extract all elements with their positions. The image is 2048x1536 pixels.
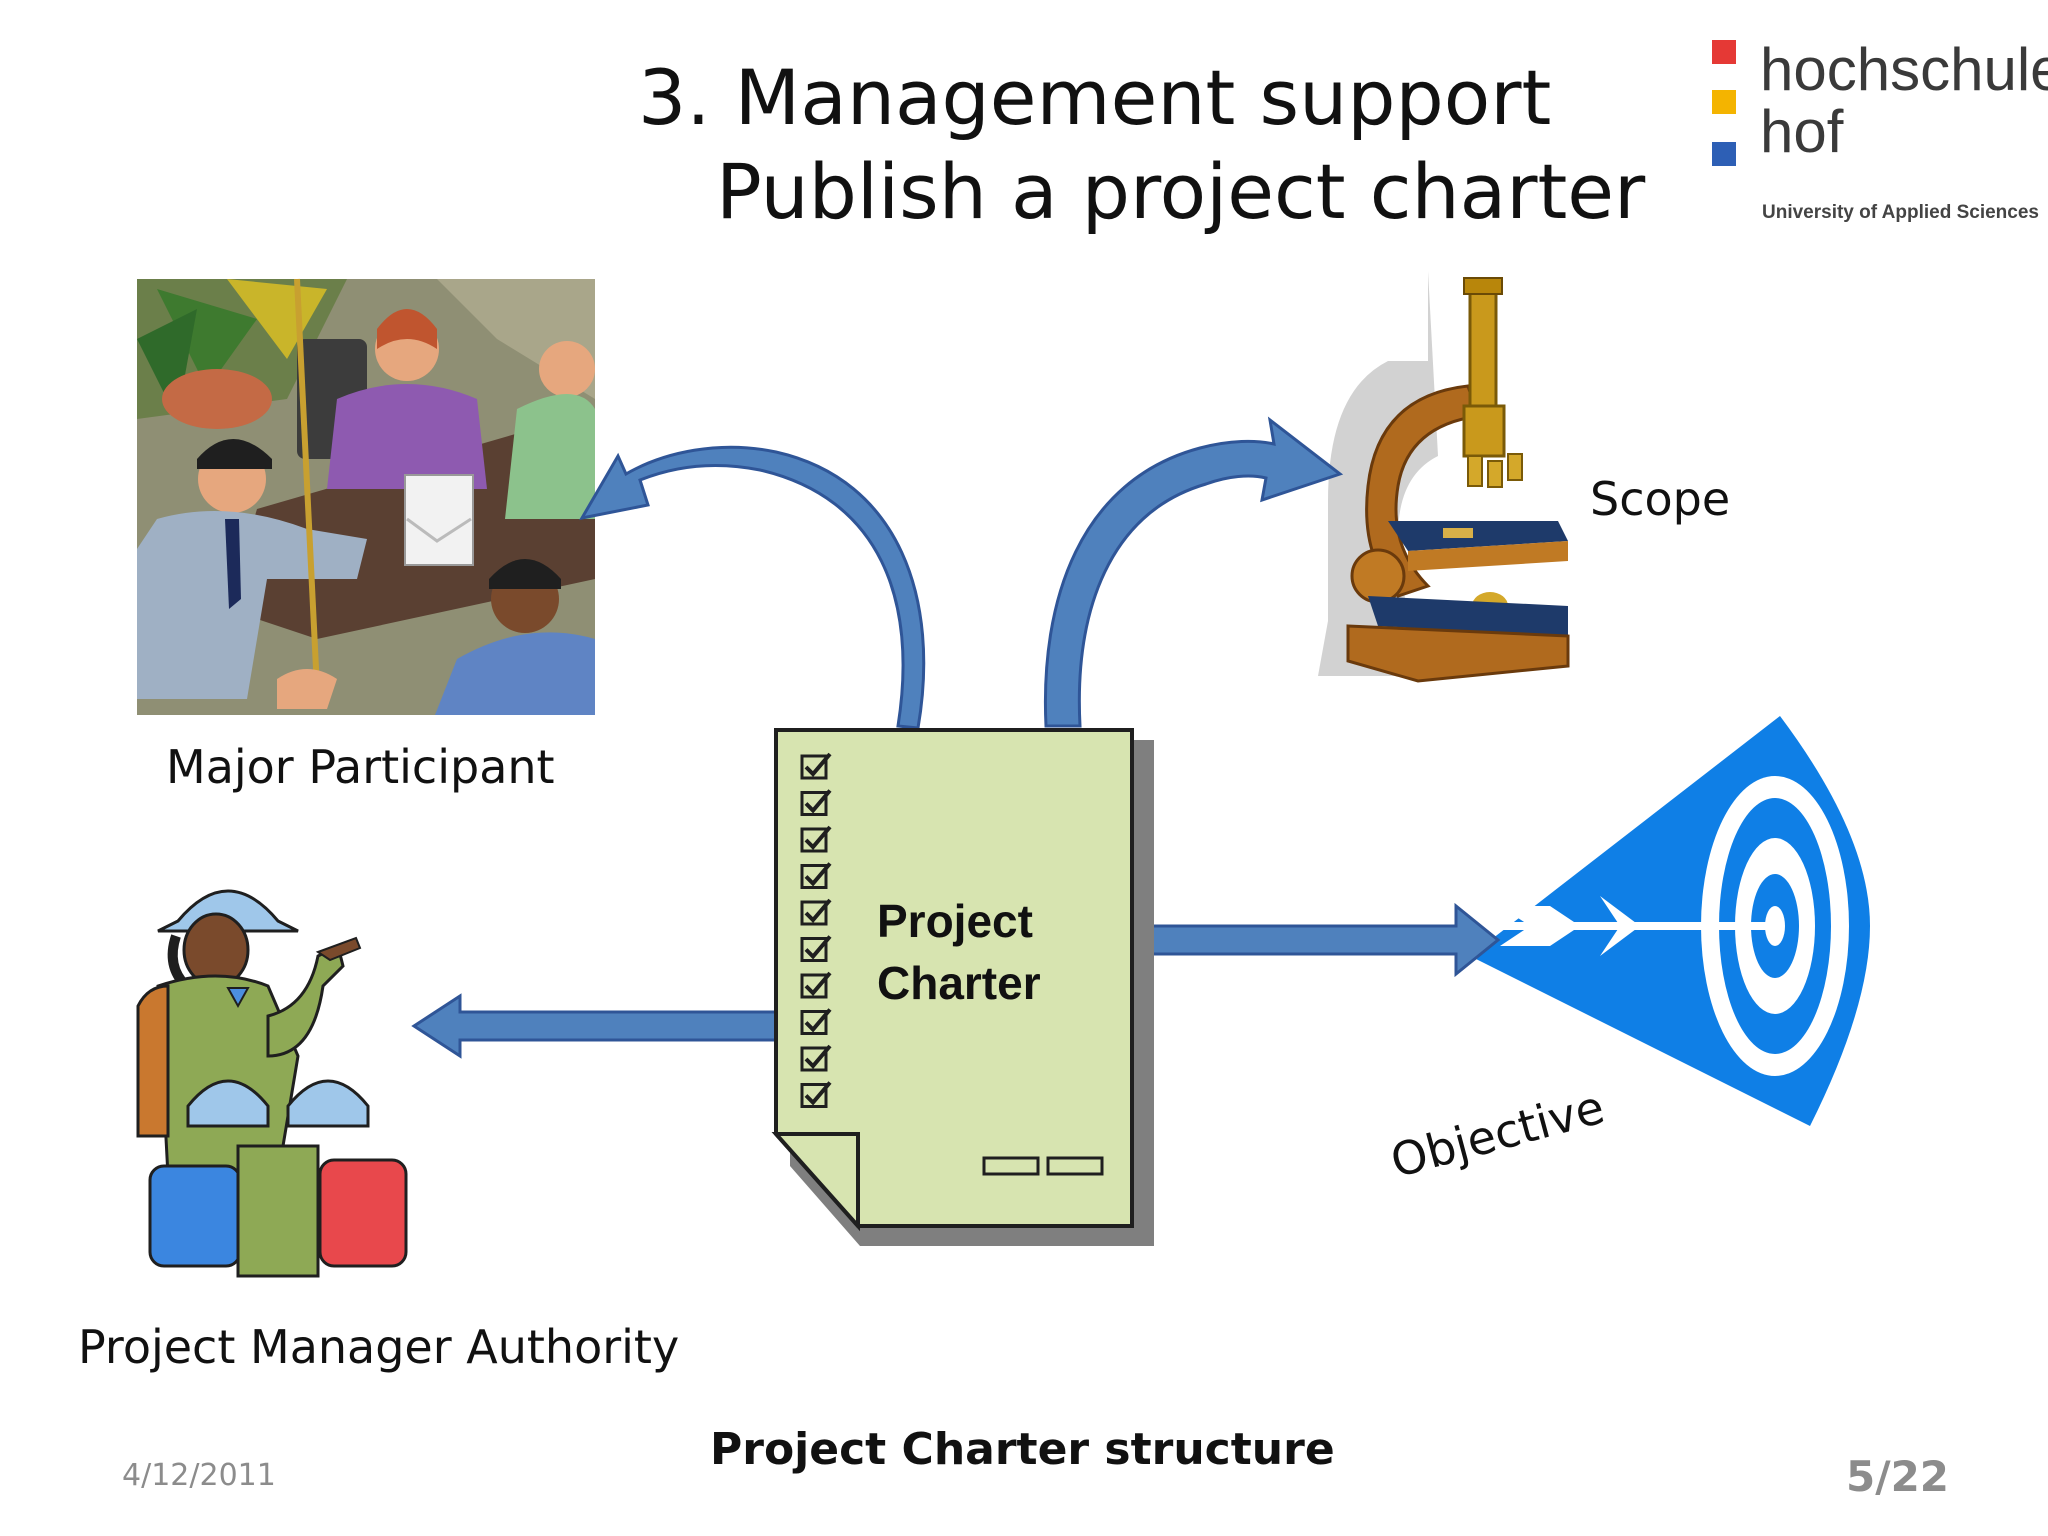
- label-scope: Scope: [1590, 472, 1731, 526]
- logo-red-square: [1712, 40, 1736, 64]
- university-logo: hochschule hof University of Applied Sci…: [1700, 30, 2048, 240]
- slide-title-line2: Publish a project charter: [716, 147, 1646, 236]
- checkbox-checked-icon: [800, 971, 832, 999]
- checkbox-checked-icon: [800, 752, 832, 780]
- checkbox-list: [800, 752, 832, 1108]
- checkbox-checked-icon: [800, 825, 832, 853]
- document-title-line2: Charter: [877, 957, 1041, 1009]
- meeting-clipart: [137, 278, 595, 715]
- checkbox-checked-icon: [800, 935, 832, 962]
- checkbox-checked-icon: [800, 1081, 832, 1108]
- project-manager-clipart: [136, 889, 408, 1278]
- logo-subtitle: University of Applied Sciences: [1762, 202, 2039, 223]
- checkbox-checked-icon: [800, 1044, 832, 1072]
- microscope-clipart: [1318, 271, 1570, 683]
- arrow-to-major-participant: [579, 445, 926, 730]
- label-project-manager-authority: Project Manager Authority: [78, 1320, 680, 1374]
- document-title-line1: Project: [877, 895, 1033, 947]
- logo-yellow-square: [1712, 90, 1736, 114]
- target-icon: [1470, 716, 1870, 1126]
- footer-page-number: 5/22: [1846, 1452, 1950, 1501]
- checkbox-checked-icon: [800, 862, 832, 889]
- project-charter-document: [771, 728, 1154, 1246]
- arrow-to-project-manager: [411, 993, 782, 1059]
- footer-caption: Project Charter structure: [710, 1424, 1335, 1475]
- label-major-participant: Major Participant: [166, 740, 555, 794]
- arrow-to-objective: [1138, 902, 1501, 978]
- checkbox-checked-icon: [800, 898, 832, 926]
- arrow-to-scope: [1043, 416, 1344, 728]
- logo-blue-square: [1712, 142, 1736, 166]
- slide-title-line1: 3. Management support: [638, 53, 1552, 142]
- checkbox-checked-icon: [800, 789, 832, 816]
- logo-word-hochschule: hochschule: [1760, 36, 2048, 103]
- footer-date: 4/12/2011: [122, 1458, 276, 1493]
- checkbox-checked-icon: [800, 1008, 832, 1035]
- logo-word-hof: hof: [1760, 98, 1844, 165]
